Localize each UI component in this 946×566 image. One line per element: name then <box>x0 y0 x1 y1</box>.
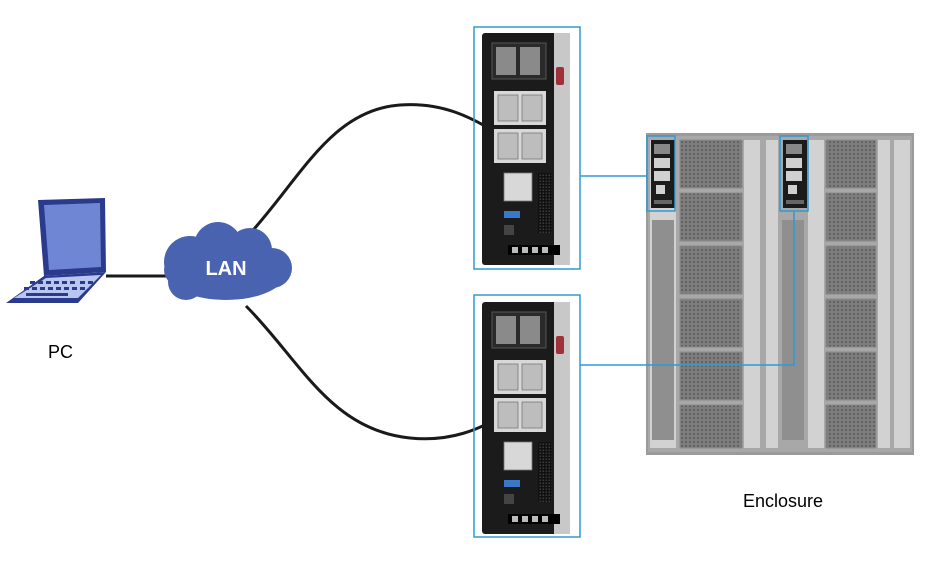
callout-lines <box>580 175 795 366</box>
lan-label: LAN <box>205 258 247 280</box>
pc-label: PC <box>48 342 74 362</box>
enclosure-chassis <box>646 133 914 455</box>
management-module-top <box>473 26 581 270</box>
enclosure-label: Enclosure <box>743 491 824 511</box>
lan-to-bottom-module-cable <box>244 304 509 441</box>
lan-to-top-module-cable <box>244 103 509 240</box>
laptop-icon <box>6 198 106 303</box>
cloud-icon <box>164 222 292 300</box>
management-module-bottom <box>473 294 581 538</box>
